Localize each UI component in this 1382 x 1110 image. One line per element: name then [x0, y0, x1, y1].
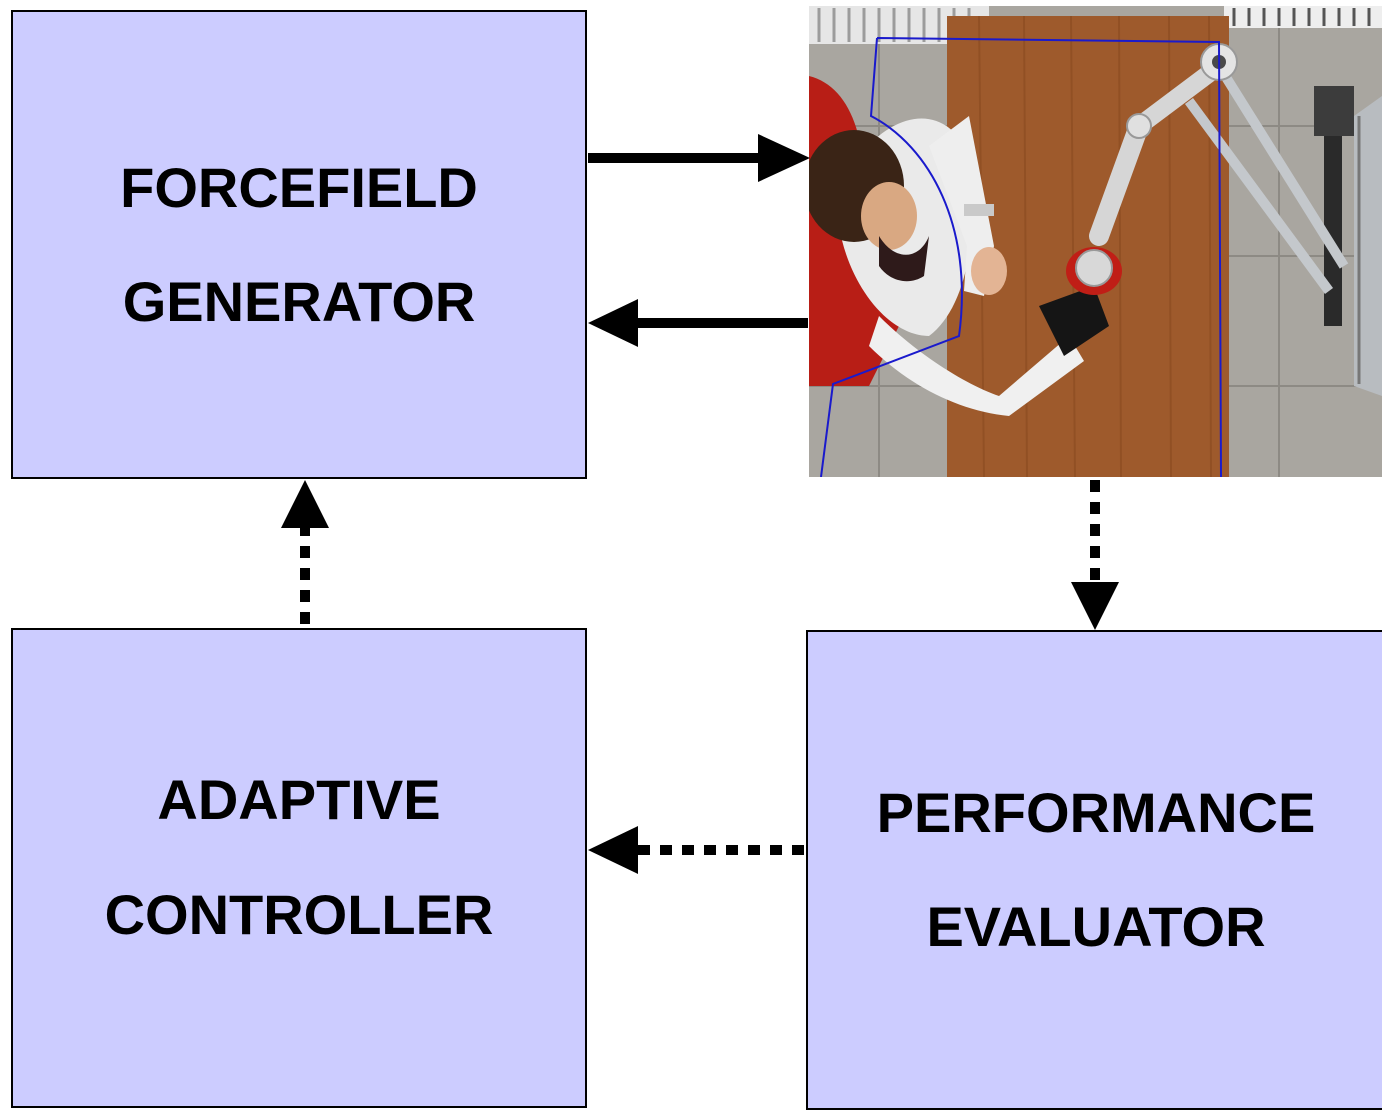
scarf [879, 236, 929, 282]
hand-brace [1039, 286, 1109, 356]
adaptive-controller-block: ADAPTIVE CONTROLLER [11, 628, 587, 1108]
left-hand [971, 247, 1007, 295]
forcefield-generator-line1: FORCEFIELD [120, 156, 478, 219]
arrow-forcefield-to-robot [588, 134, 810, 182]
performance-evaluator-line2: EVALUATOR [926, 895, 1266, 958]
performance-evaluator-block: PERFORMANCE EVALUATOR [806, 630, 1382, 1110]
robot-frame [1314, 86, 1382, 396]
left-arm [929, 116, 994, 296]
radiator-right [1224, 6, 1382, 28]
robot-subject-photo [809, 6, 1382, 477]
robot-arm [1066, 43, 1349, 295]
adaptive-controller-line2: CONTROLLER [104, 883, 494, 946]
face [861, 182, 917, 250]
robot-scene-illustration [809, 6, 1382, 477]
arrow-performance-evaluator-to-adaptive-controller [588, 826, 804, 874]
arrow-robot-to-forcefield [588, 299, 808, 347]
right-arm [869, 316, 1084, 416]
forcefield-generator-block: FORCEFIELD GENERATOR [11, 10, 587, 479]
arrow-robot-to-performance-evaluator [1071, 480, 1119, 630]
adaptive-controller-line1: ADAPTIVE [157, 768, 441, 831]
robot-workspace-outline [820, 37, 1222, 477]
watch [964, 204, 994, 216]
arrow-adaptive-controller-to-forcefield [281, 480, 329, 624]
forcefield-generator-line2: GENERATOR [122, 270, 476, 333]
performance-evaluator-line1: PERFORMANCE [876, 781, 1316, 844]
